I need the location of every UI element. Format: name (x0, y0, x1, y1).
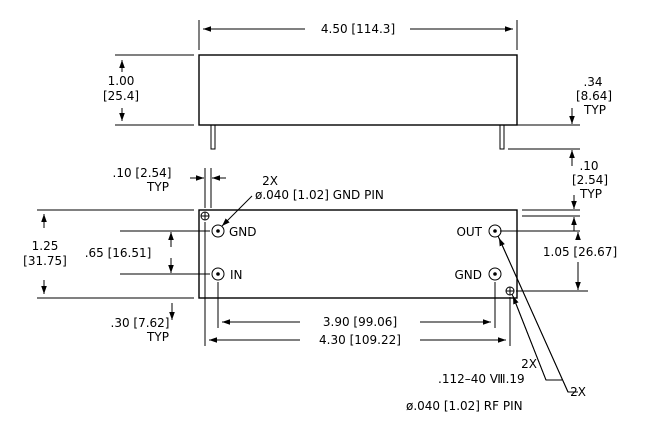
side-view-body (198, 54, 518, 126)
pin-label-gnd-right: GND (454, 268, 482, 282)
callout-rf-pin-qty: 2X (570, 385, 586, 399)
dim-pin-length-mm: [8.64] (576, 89, 612, 103)
side-pin-left (210, 124, 216, 150)
dim-pin-row-length: 3.90 [99.06] (323, 315, 397, 329)
dim-mount-hole-span: 4.30 [109.22] (319, 333, 401, 347)
dim-pin-offset: .10 [2.54] (113, 166, 172, 180)
top-view: GND IN OUT GND .10 [2.54] TYP 2X ø.040 [… (23, 159, 617, 413)
pin-out (488, 224, 502, 238)
pin-gnd-left (211, 224, 225, 238)
callout-thread-qty: 2X (521, 357, 537, 371)
dim-bottom-offset-typ: TYP (146, 330, 169, 344)
dim-right-height: 1.05 [26.67] (543, 245, 617, 259)
dim-bottom-offset: .30 [7.62] (111, 316, 170, 330)
dim-right-pin-offset-in: .10 (579, 159, 598, 173)
callout-gnd-pin-qty: 2X (262, 174, 278, 188)
top-view-body (198, 209, 518, 299)
dim-pin-length-in: .34 (583, 75, 602, 89)
callout-gnd-pin-spec: ø.040 [1.02] GND PIN (255, 188, 384, 202)
dim-right-pin-offset-typ: TYP (579, 187, 602, 201)
dim-height-in: 1.00 (108, 74, 135, 88)
dim-pin-spacing: .65 [16.51] (85, 246, 152, 260)
side-pin-right (499, 124, 505, 150)
pin-label-in: IN (230, 268, 243, 282)
pin-label-gnd-left: GND (229, 225, 257, 239)
pin-in (211, 267, 225, 281)
dim-pin-offset-typ: TYP (146, 180, 169, 194)
dim-pin-length-typ: TYP (583, 103, 606, 117)
dim-height-mm: [25.4] (103, 89, 139, 103)
callout-thread-spec: .112–40 Ⅷ.19 (438, 372, 525, 386)
dim-width-in: 1.25 (32, 239, 59, 253)
pin-gnd-right (488, 267, 502, 281)
dim-right-pin-offset-mm: [2.54] (572, 173, 608, 187)
pin-label-out: OUT (456, 225, 482, 239)
dim-width-mm: [31.75] (23, 254, 67, 268)
side-view: 4.50 [114.3] 1.00 [25.4] .34 [8.64] TYP (103, 20, 612, 166)
callout-rf-pin-spec: ø.040 [1.02] RF PIN (406, 399, 523, 413)
dim-overall-length: 4.50 [114.3] (321, 22, 395, 36)
